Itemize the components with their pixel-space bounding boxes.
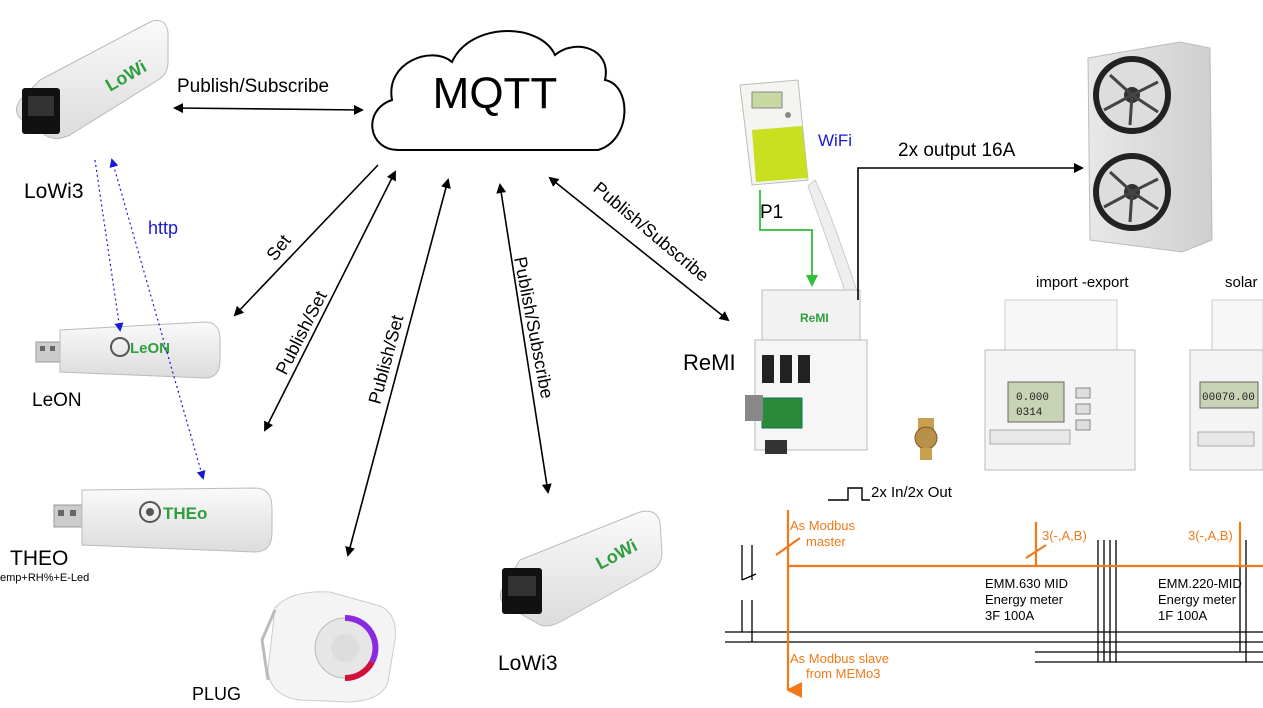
mqtt-cloud: MQTT	[371, 30, 626, 151]
theo-brand: THEo	[163, 504, 207, 523]
p1-meter-device	[739, 79, 809, 186]
theo-sub: emp+RH%+E-Led	[0, 572, 89, 584]
output-label: 2x output 16A	[898, 140, 1016, 161]
modbus-bus	[775, 510, 1263, 698]
plug-device	[260, 591, 396, 703]
emm630-meter-device: 0.000 0314	[984, 299, 1136, 471]
emm630-lcd: 0.000	[1016, 392, 1049, 404]
modbus-master-line2: master	[806, 534, 846, 549]
publish-subscribe-down-arrow	[496, 183, 552, 494]
theo-device: THEo	[53, 487, 273, 553]
bus-label-1: 3(-,A,B)	[1042, 528, 1087, 543]
modbus-slave-line1: As Modbus slave	[790, 651, 889, 666]
antenna-icon	[807, 179, 861, 306]
bus-label-2: 3(-,A,B)	[1188, 528, 1233, 543]
theo-caption: THEO	[10, 547, 68, 570]
http-leon-arrow	[94, 159, 124, 332]
lowi-bottom-caption: LoWi3	[498, 652, 558, 675]
emm630-line3: 3F 100A	[985, 608, 1034, 623]
p1-label: P1	[760, 202, 783, 223]
modbus-master-line1: As Modbus	[790, 518, 856, 533]
heat-pump-unit	[1087, 41, 1213, 253]
emm630-lcd2: 0314	[1016, 407, 1043, 419]
emm220-line1: EMM.220-MID	[1158, 576, 1242, 591]
import-export-label: import -export	[1036, 274, 1129, 291]
http-label: http	[148, 218, 178, 238]
remi-device: ReMI	[745, 179, 868, 454]
set-label: Set	[262, 231, 294, 265]
publish-set-2-label: Publish/Set	[365, 313, 408, 406]
publish-subscribe-remi-arrow	[548, 176, 730, 322]
publish-set-1-label: Publish/Set	[272, 288, 331, 378]
leon-brand: LeON	[130, 340, 170, 357]
wiring-schematic	[725, 540, 1263, 663]
set-arrow	[233, 164, 379, 317]
emm220-line2: Energy meter	[1158, 592, 1237, 607]
pulse-icon	[828, 487, 870, 501]
mqtt-label: MQTT	[433, 69, 558, 118]
emm220-lcd: 00070.00	[1202, 392, 1255, 404]
http-theo-arrow	[109, 158, 206, 480]
emm630-line1: EMM.630 MID	[985, 576, 1068, 591]
emm220-line3: 1F 100A	[1158, 608, 1207, 623]
emm220-meter-device: 00070.00	[1189, 299, 1263, 471]
lowi-mqtt-label: Publish/Subscribe	[177, 76, 329, 97]
publish-subscribe-remi-label: Publish/Subscribe	[589, 178, 712, 286]
emm630-line2: Energy meter	[985, 592, 1064, 607]
p1-arrow	[759, 190, 818, 287]
publish-set-2-arrow	[345, 178, 451, 557]
lowi-top-device: LoWi	[16, 19, 169, 139]
leon-device: LeON	[35, 321, 221, 379]
remi-caption: ReMI	[683, 350, 736, 375]
leon-caption: LeON	[32, 390, 82, 411]
remi-brand: ReMI	[800, 311, 829, 325]
wifi-label: WiFi	[818, 131, 852, 150]
plug-caption: PLUG	[192, 684, 241, 704]
lowi-mqtt-arrow	[173, 103, 364, 115]
inout-label: 2x In/2x Out	[871, 484, 953, 501]
lowi-top-caption: LoWi3	[24, 180, 84, 203]
lowi-bottom-device: LoWi	[499, 510, 663, 627]
solar-label: solar	[1225, 274, 1258, 291]
water-meter-device	[914, 418, 938, 460]
modbus-slave-line2: from MEMo3	[806, 666, 880, 681]
output-arrow	[857, 163, 1084, 300]
publish-subscribe-down-label: Publish/Subscribe	[510, 255, 557, 400]
